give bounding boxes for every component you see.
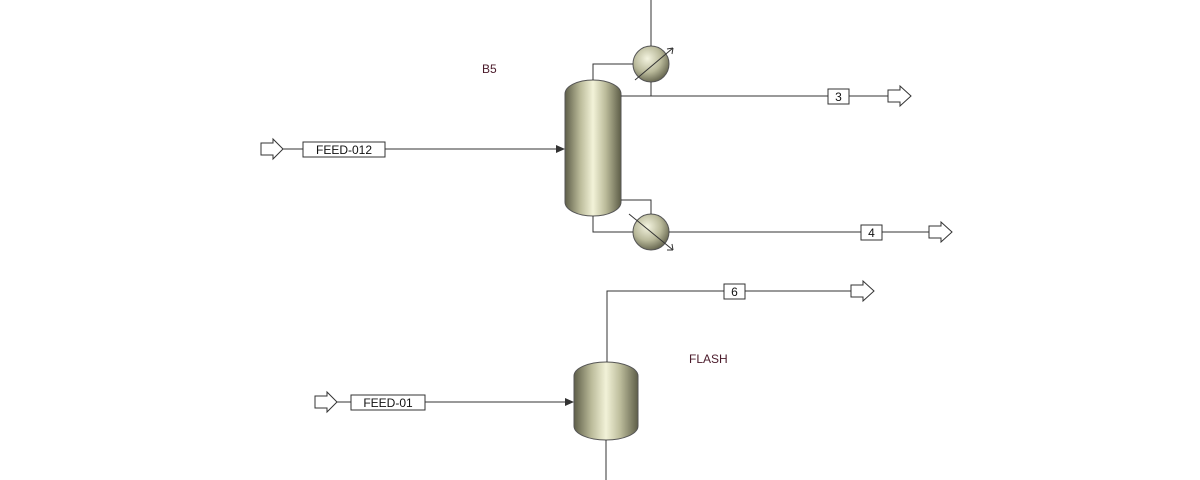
flash-drum[interactable]: [573, 361, 639, 441]
condenser-exchanger[interactable]: [632, 45, 674, 83]
stream-6-line: [606, 290, 724, 362]
stream-label-feed-01[interactable]: FEED-01: [350, 394, 426, 411]
stream-label-6[interactable]: 6: [723, 283, 746, 300]
product-arrow-3[interactable]: [887, 84, 912, 108]
block-label-b5: B5: [482, 62, 497, 76]
product-arrow-6[interactable]: [850, 279, 875, 303]
stream-label-feed-012[interactable]: FEED-012: [302, 141, 386, 158]
svg-text:FEED-01: FEED-01: [363, 396, 413, 410]
svg-text:3: 3: [835, 90, 842, 104]
feed-arrow-flash[interactable]: [314, 390, 338, 414]
feed-01-arrowhead: [565, 398, 574, 406]
feed-arrow-column[interactable]: [260, 137, 284, 161]
svg-text:4: 4: [868, 226, 875, 240]
stream-label-3[interactable]: 3: [827, 88, 850, 105]
block-label-flash: FLASH: [689, 352, 728, 366]
svg-text:FEED-012: FEED-012: [316, 143, 372, 157]
feed-012-arrowhead: [556, 145, 565, 153]
column-bottoms-line: [592, 216, 633, 233]
svg-text:6: 6: [731, 285, 738, 299]
reboiler-return-line: [621, 199, 652, 214]
column-b5[interactable]: [564, 79, 622, 217]
column-overhead-vapor-line: [592, 63, 633, 80]
reboiler-exchanger[interactable]: [628, 213, 674, 251]
product-arrow-4[interactable]: [928, 220, 953, 244]
stream-label-4[interactable]: 4: [860, 224, 883, 241]
